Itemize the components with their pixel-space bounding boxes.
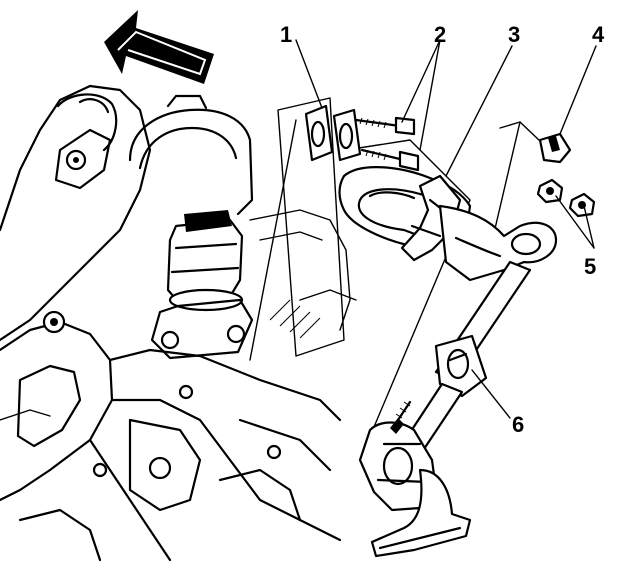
callout-3: 3 (508, 22, 520, 47)
egr-pipe (338, 166, 558, 282)
intake-manifold (0, 84, 357, 562)
egr-valve (150, 210, 254, 360)
egr-stud (538, 132, 572, 164)
callout-6: 6 (512, 412, 524, 437)
egr-nuts (536, 178, 596, 218)
front-direction-arrow-icon (104, 10, 214, 84)
egr-pipe-bolts (354, 116, 420, 172)
egr-gaskets (304, 104, 362, 162)
egr-crossover-tube (358, 260, 532, 558)
callout-4: 4 (592, 22, 605, 47)
callout-5: 5 (584, 254, 596, 279)
callout-1: 1 (280, 22, 292, 47)
callout-2: 2 (434, 22, 446, 47)
callout-leaders (295, 39, 597, 419)
